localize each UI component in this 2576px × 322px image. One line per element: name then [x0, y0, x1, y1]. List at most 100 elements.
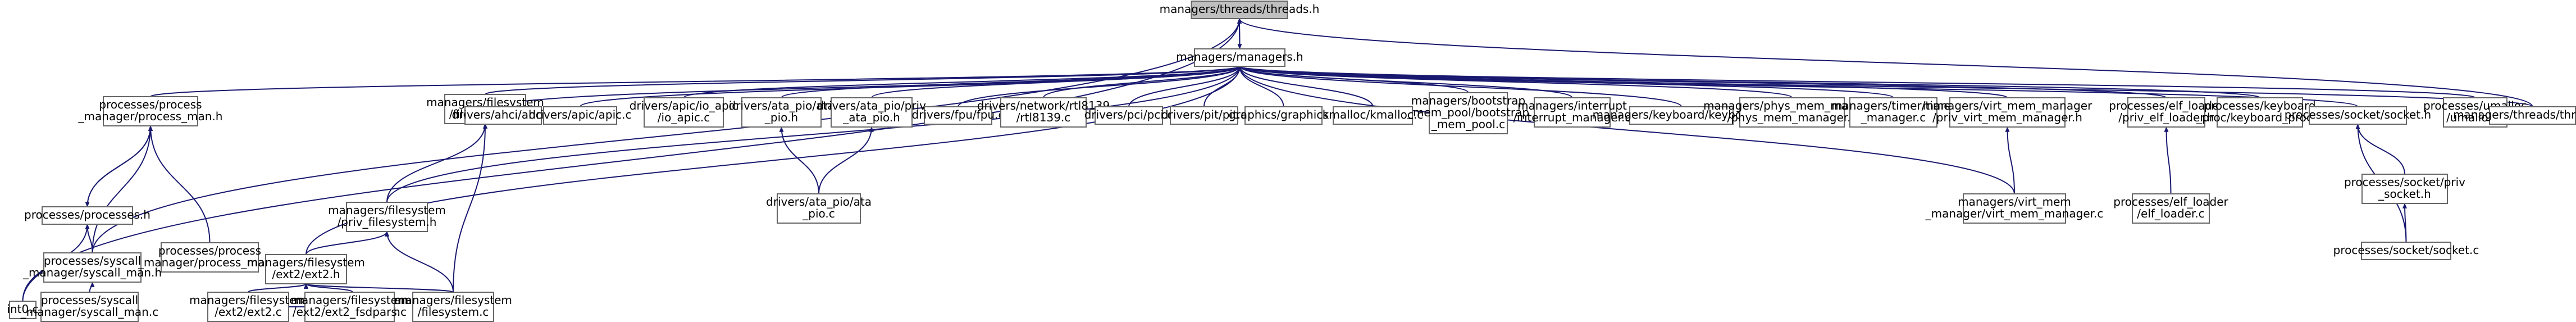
node-process-man-h[interactable]: processes/process_manager/process_man.h — [78, 96, 223, 126]
node-label-line: managers/filesystem — [291, 293, 409, 307]
node-ahci-c[interactable]: drivers/ahci/ahci.c — [452, 106, 555, 125]
edge-managers-h-to-interrupt-manager-c — [1237, 66, 1573, 98]
node-process-man-c[interactable]: processes/process_manager/process_man.c — [138, 242, 281, 273]
include-edges — [22, 18, 2533, 309]
edge-managers-h-to-process-man-h — [150, 66, 1242, 97]
node-priv-virt-mem-manager-h[interactable]: managers/virt_mem_manager/priv_virt_mem_… — [1923, 97, 2092, 128]
node-ata-pio-c[interactable]: drivers/ata_pio/ata_pio.c — [766, 193, 872, 224]
node-fpu-c[interactable]: drivers/fpu/fpu.c — [912, 106, 1005, 125]
node-pci-c[interactable]: drivers/pci/pci.c — [1084, 106, 1174, 125]
node-label-line: drivers/pci/pci.c — [1084, 108, 1174, 121]
node-label-line: /rtl8139.c — [1016, 111, 1071, 124]
node-box — [777, 193, 861, 224]
file-nodes: managers/threads/threads.h managers/manag… — [7, 1, 2576, 322]
edge-priv-virt-mem-manager-h-to-virt-mem-manager-c — [2005, 126, 2015, 194]
edge-managers-h-to-filesystem-h — [485, 66, 1242, 95]
node-box — [1333, 106, 1413, 125]
edge-filesystem-h-to-filesystem-c — [453, 123, 487, 293]
node-box — [644, 97, 724, 128]
node-ext2-h[interactable]: managers/filesystem/ext2/ext2.h — [247, 254, 365, 284]
node-socket-c[interactable]: processes/socket/socket.c — [2333, 242, 2479, 260]
node-box — [1963, 193, 2066, 224]
node-box — [1429, 92, 1508, 134]
node-threads-c[interactable]: managers/threads/threads.c — [2453, 106, 2576, 125]
node-label-line: _socket.h — [2378, 187, 2431, 201]
node-box — [1000, 97, 1087, 128]
node-kmalloc-c[interactable]: kmalloc/kmalloc.c — [1323, 106, 1423, 125]
node-virt-mem-manager-c[interactable]: managers/virt_mem_manager/virt_mem_manag… — [1925, 193, 2104, 224]
node-bootstrap-mem-pool-c[interactable]: managers/bootstrap_mem_pool/bootstrap_me… — [1407, 92, 1529, 134]
node-label-line: managers/virt_mem_manager — [1923, 99, 2092, 112]
node-label-line: /io_apic.c — [658, 111, 710, 124]
node-socket-h[interactable]: processes/socket/socket.h — [2285, 106, 2431, 125]
node-label-line: drivers/apic/apic.c — [528, 108, 631, 121]
node-box — [1170, 106, 1238, 125]
node-label-line: /priv_elf_loader.h — [2118, 111, 2214, 124]
node-label-line: drivers/pit/pit.c — [1161, 108, 1247, 121]
node-interrupt-manager-c[interactable]: managers/interrupt/interrupt_manager.c — [1513, 97, 1631, 128]
node-priv-socket-h[interactable]: processes/socket/priv_socket.h — [2344, 174, 2465, 204]
node-label-line: managers/threads/threads.h — [1160, 2, 1320, 16]
node-label-line: /ext2/ext2_fsdpars.c — [293, 305, 407, 319]
node-label-line: _manager.c — [1861, 111, 1926, 124]
node-box — [412, 292, 494, 322]
node-label-line: processes/socket/socket.h — [2285, 108, 2431, 121]
node-priv-elf-loader-h[interactable]: processes/elf_loader/priv_elf_loader.h — [2109, 97, 2224, 128]
node-box — [207, 292, 289, 322]
node-label-line: drivers/fpu/fpu.c — [912, 108, 1005, 121]
node-box — [2361, 242, 2451, 260]
node-elf-loader-c[interactable]: processes/elf_loader/elf_loader.c — [2113, 193, 2229, 224]
node-label-line: processes/socket/socket.c — [2333, 243, 2479, 257]
node-label-line: managers/filesystem — [189, 293, 307, 307]
node-box — [1191, 1, 1288, 19]
node-filesystem-c[interactable]: managers/filesystem/filesystem.c — [394, 292, 512, 322]
node-label-line: _pio.c — [802, 207, 835, 220]
node-apic-c[interactable]: drivers/apic/apic.c — [528, 106, 632, 125]
node-ext2-c[interactable]: managers/filesystem/ext2/ext2.c — [189, 292, 307, 322]
node-managers-h[interactable]: managers/managers.h — [1176, 48, 1303, 67]
node-label-line: processes/elf_loader — [2113, 195, 2228, 208]
node-pit-c[interactable]: drivers/pit/pit.c — [1161, 106, 1247, 125]
node-box — [2132, 193, 2210, 224]
node-label-line: processes/process — [99, 98, 202, 111]
edge-priv-filesystem-h-to-filesystem-c — [385, 231, 454, 293]
node-processes-h[interactable]: processes/processes.h — [24, 206, 151, 225]
node-label-line: int0.c — [7, 302, 38, 316]
edge-managers-h-to-fpu-c — [958, 66, 1242, 107]
node-ext2-fsdpars-c[interactable]: managers/filesystem/ext2/ext2_fsdpars.c — [291, 292, 409, 322]
node-rtl8139-c[interactable]: drivers/network/rtl8139/rtl8139.c — [977, 97, 1110, 128]
node-int0-c[interactable]: int0.c — [7, 301, 39, 319]
edge-process-man-h-to-syscall-man-h — [92, 125, 153, 253]
node-box — [924, 106, 992, 125]
node-keyboard-proc-h[interactable]: processes/keyboard_proc/keyboard_proc.h — [2196, 97, 2323, 128]
node-syscall-man-c[interactable]: processes/syscall_manager/syscall_man.c — [20, 292, 158, 322]
node-threads-h[interactable]: managers/threads/threads.h — [1160, 1, 1320, 19]
edge-processes-h-to-syscall-man-h — [85, 224, 93, 253]
node-label-line: managers/bootstrap — [1411, 94, 1526, 107]
node-io-apic-c[interactable]: drivers/apic/io_apic/io_apic.c — [630, 97, 738, 128]
node-box — [1244, 106, 1323, 125]
edge-managers-h-to-priv-ata-pio-h — [871, 66, 1242, 98]
node-box — [1949, 97, 2066, 128]
node-label-line: graphics/graphics.c — [1229, 108, 1338, 121]
edge-managers-h-to-umalloc-c — [1238, 66, 2476, 98]
node-label-line: managers/timer/timer — [1831, 99, 1955, 112]
node-label-line: /elf_loader.c — [2137, 207, 2204, 220]
node-priv-filesystem-h[interactable]: managers/filesystem/priv_filesystem.h — [328, 202, 446, 232]
edge-managers-h-to-priv-filesystem-h — [386, 66, 1242, 203]
edge-socket-h-to-priv-socket-h — [2355, 124, 2405, 175]
node-graphics-c[interactable]: graphics/graphics.c — [1229, 106, 1338, 125]
node-timer-manager-c[interactable]: managers/timer/timer_manager.c — [1831, 97, 1956, 128]
node-ata-pio-h[interactable]: drivers/ata_pio/ata_pio.h — [729, 97, 835, 128]
node-priv-ata-pio-h[interactable]: drivers/ata_pio/priv_ata_pio.h — [817, 97, 926, 128]
node-syscall-man-h[interactable]: processes/syscall_manager/syscall_man.h — [22, 252, 162, 283]
node-box — [40, 292, 139, 322]
node-box — [346, 202, 428, 232]
edge-threads-h-to-threads-c — [1237, 18, 2533, 107]
node-label-line: /ext2/ext2.c — [215, 305, 282, 319]
node-label-line: kmalloc/kmalloc.c — [1323, 108, 1423, 121]
node-phys-mem-manager-c[interactable]: managers/phys_mem_manager/phys_mem_manag… — [1703, 97, 1881, 128]
node-box — [2489, 106, 2576, 125]
node-label-line: _proc/keyboard_proc.h — [2196, 111, 2323, 124]
edge-managers-h-to-graphics-c — [1237, 66, 1284, 107]
